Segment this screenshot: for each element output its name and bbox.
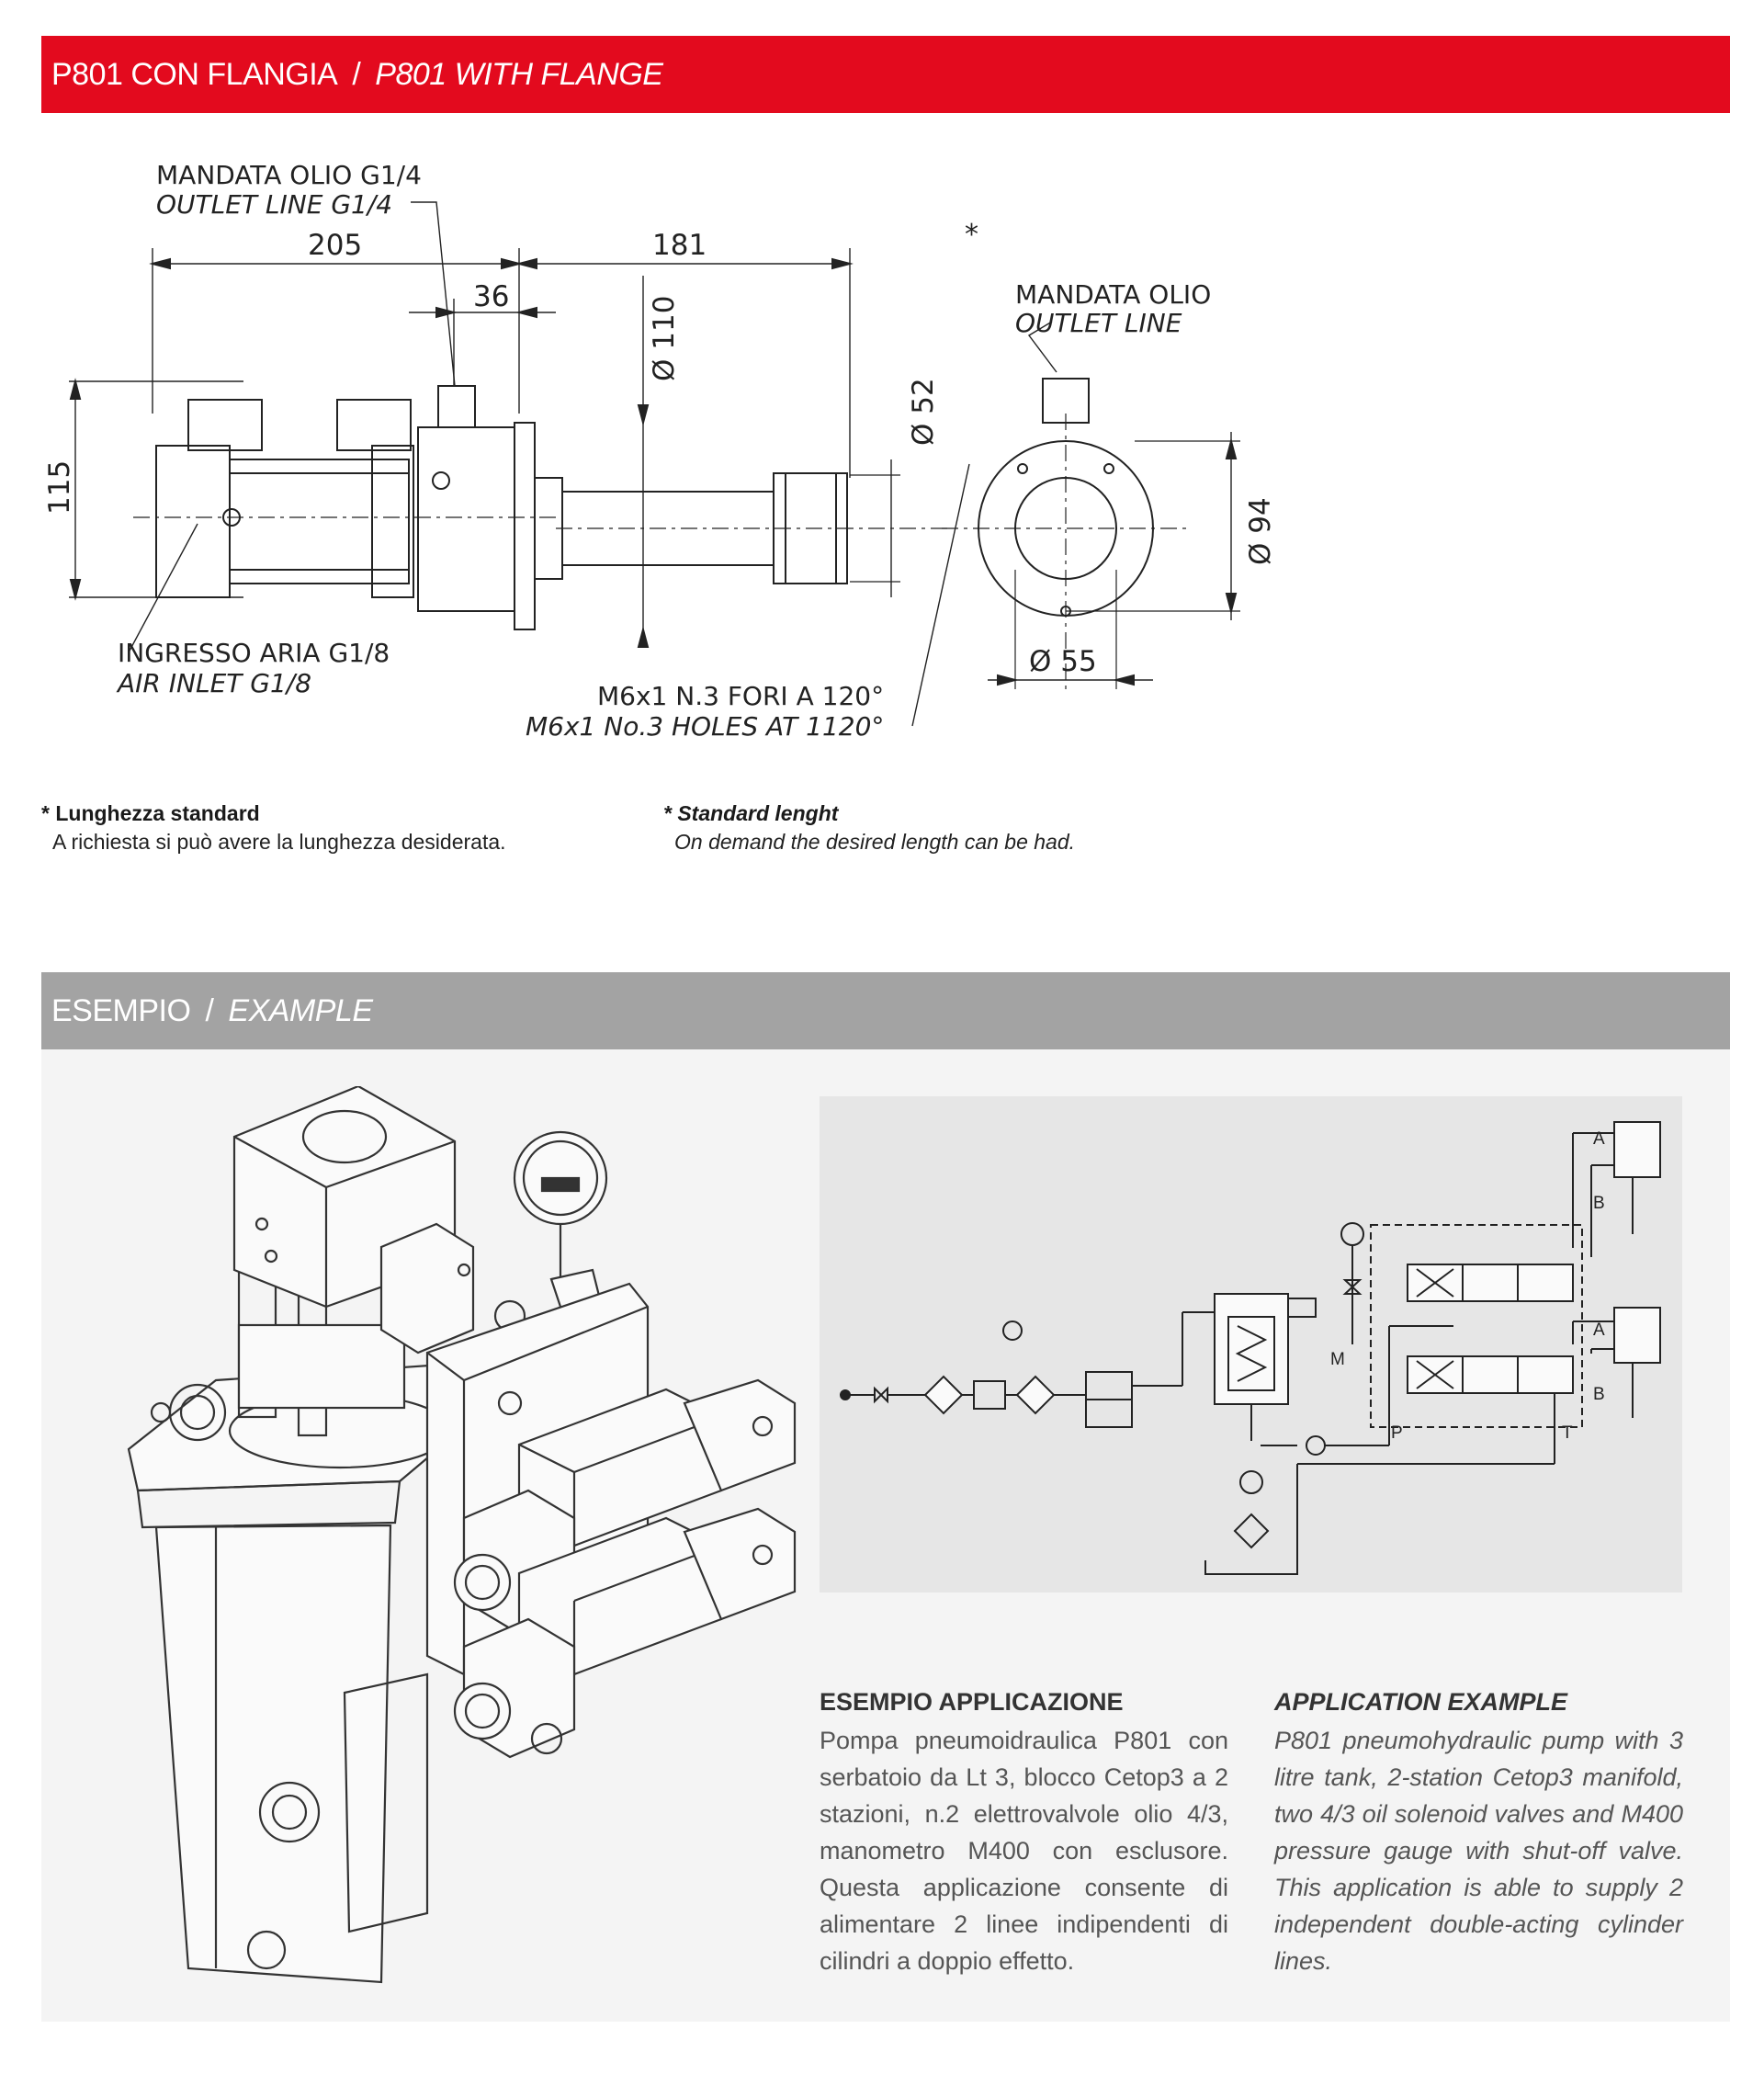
outlet-label-en: OUTLET LINE G1/4 — [156, 189, 392, 220]
dim-205: 205 — [308, 229, 362, 262]
dim-55: Ø 55 — [1029, 645, 1097, 678]
application-text-it: ESEMPIO APPLICAZIONE Pompa pneumoidrauli… — [820, 1683, 1228, 1979]
header-title-en: P801 WITH FLANGE — [375, 56, 663, 92]
example-panel: A B A B M P T ESEMPIO APPLICAZIONE Pompa… — [41, 1049, 1730, 2022]
air-inlet-label-it: INGRESSO ARIA G1/8 — [118, 638, 390, 668]
cyl2-port-a: A — [1593, 1321, 1605, 1340]
standard-length-note-it: * Lunghezza standard A richiesta si può … — [41, 799, 506, 856]
example-title-en: EXAMPLE — [228, 992, 373, 1028]
holes-label-it: M6x1 N.3 FORI A 120° — [597, 681, 884, 711]
application-body-en: P801 pneumohydraulic pump with 3 litre t… — [1274, 1727, 1683, 1975]
note-text-en: On demand the desired length can be had. — [674, 830, 1076, 854]
pump-unit-illustration — [78, 1084, 831, 2005]
asterisk-mark: * — [965, 219, 978, 251]
dim-52: Ø 52 — [907, 378, 940, 446]
section-header-p801-flange: P801 CON FLANGIA / P801 WITH FLANGE — [41, 36, 1730, 113]
outlet2-label-it: MANDATA OLIO — [1015, 279, 1211, 310]
port-t: T — [1562, 1423, 1573, 1443]
air-inlet-label-en: AIR INLET G1/8 — [116, 668, 311, 698]
dim-115: 115 — [43, 460, 76, 515]
dim-110: Ø 110 — [648, 296, 681, 381]
cyl1-port-b: B — [1593, 1194, 1605, 1213]
header-separator: / — [352, 56, 361, 92]
application-title-en: APPLICATION EXAMPLE — [1274, 1688, 1568, 1716]
header-title-it: P801 CON FLANGIA — [51, 56, 338, 92]
cyl1-port-a: A — [1593, 1129, 1605, 1149]
holes-label-en: M6x1 No.3 HOLES AT 1120° — [526, 711, 884, 742]
note-text-it: A richiesta si può avere la lunghezza de… — [52, 830, 506, 854]
port-p: P — [1391, 1423, 1403, 1443]
dim-94: Ø 94 — [1244, 497, 1277, 565]
section-header-example: ESEMPIO / EXAMPLE — [41, 972, 1730, 1049]
hydraulic-schema: A B A B M P T — [820, 1096, 1682, 1593]
dim-181: 181 — [652, 229, 707, 262]
outlet-label-it: MANDATA OLIO G1/4 — [156, 160, 422, 190]
standard-length-note-en: * Standard lenght On demand the desired … — [663, 799, 1075, 856]
dim-36: 36 — [473, 280, 509, 313]
outlet2-label-en: OUTLET LINE — [1015, 308, 1182, 338]
example-separator: / — [205, 992, 214, 1028]
application-body-it: Pompa pneumoidraulica P801 con serbatoio… — [820, 1727, 1228, 1975]
note-title-en: * Standard lenght — [663, 801, 839, 825]
example-title-it: ESEMPIO — [51, 992, 191, 1028]
cyl2-port-b: B — [1593, 1385, 1605, 1404]
technical-drawing: MANDATA OLIO G1/4 OUTLET LINE G1/4 205 1… — [41, 138, 1291, 744]
application-title-it: ESEMPIO APPLICAZIONE — [820, 1688, 1124, 1716]
application-text-en: APPLICATION EXAMPLE P801 pneumohydraulic… — [1274, 1683, 1683, 1979]
port-m: M — [1330, 1350, 1345, 1369]
note-title-it: * Lunghezza standard — [41, 801, 260, 825]
